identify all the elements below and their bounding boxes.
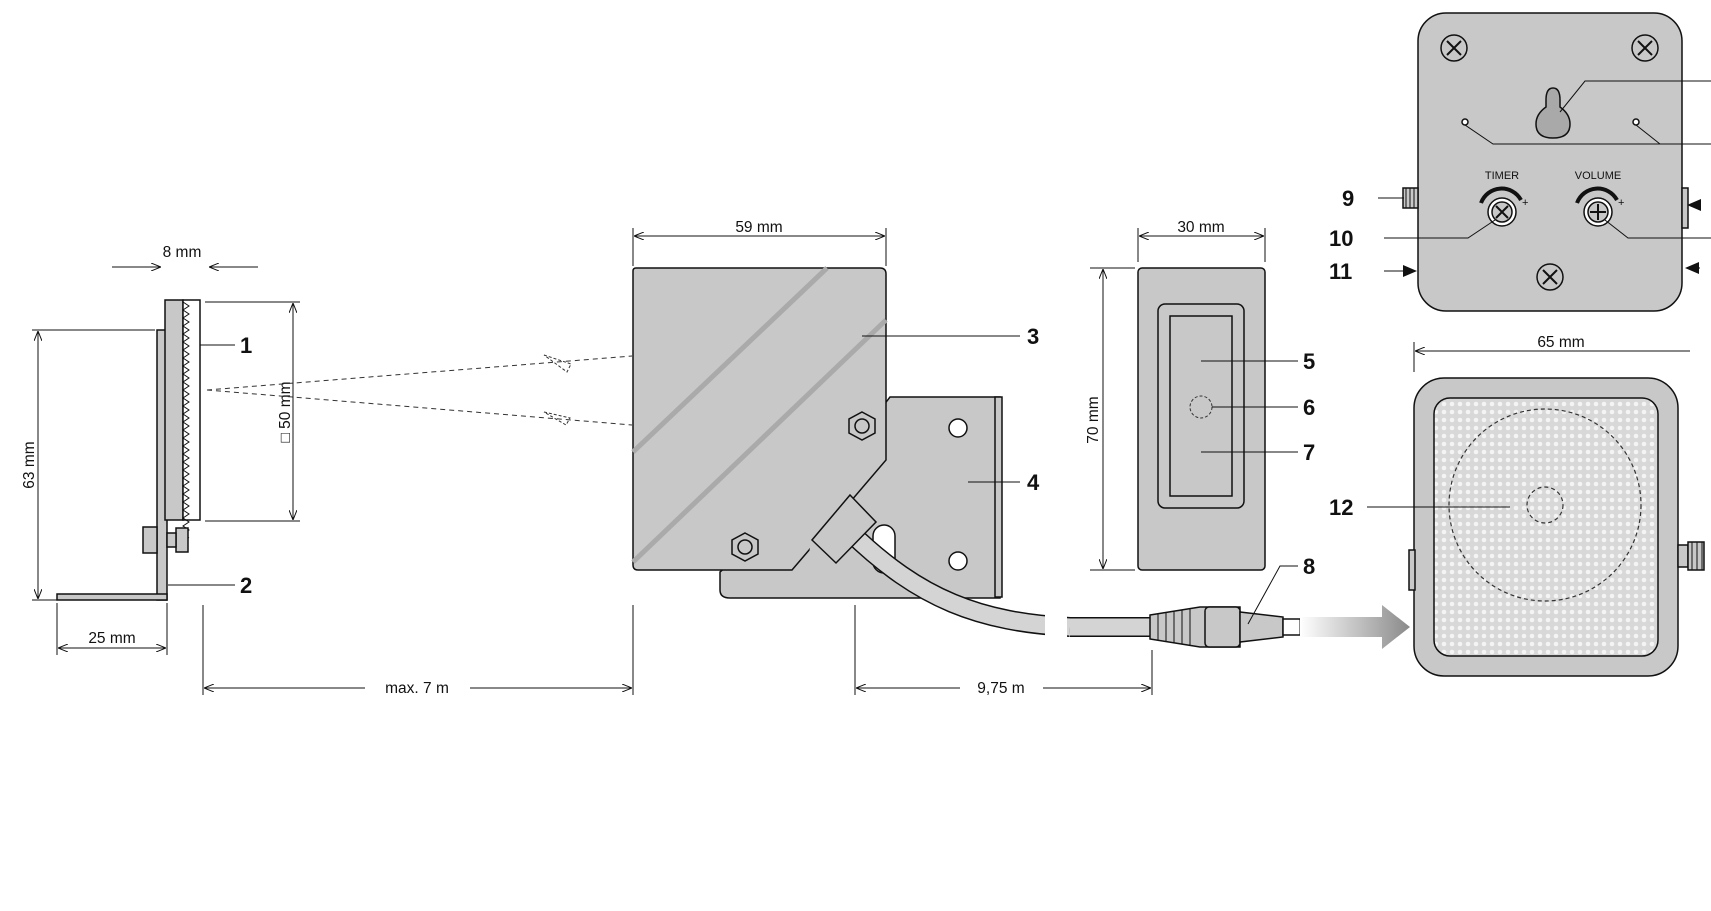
sensor-front-view [1137,267,1266,571]
plug-in-arrow-icon [1300,605,1410,649]
speaker-grille [1433,397,1659,657]
sensor-dimensions: 59 mm 9,75 m [632,219,1153,697]
speaker-dimensions: 65 mm [1413,334,1690,372]
speaker-front [1408,377,1705,677]
volume-label: VOLUME [1575,170,1621,182]
reflector-assembly [56,299,201,601]
callout-7: 7 [1303,440,1315,465]
speaker-jack-socket [1677,544,1689,568]
callout-12: 12 [1329,495,1353,520]
reflector-prism-surface [182,301,190,539]
dim-front-height: 70 mm [1085,396,1102,443]
callout-1: 1 [240,333,252,358]
reflector-dimensions: 8 mm □ 50 mm 63 mm 25 mm max. 7 m [21,244,634,697]
timer-label: TIMER [1485,170,1519,182]
dim-bracket-height: 63 mm [21,441,38,488]
dim-sensor-width: 59 mm [735,219,782,236]
dim-reflector-size: □ 50 mm [277,381,294,442]
callout-2: 2 [240,573,252,598]
callouts: 1 2 3 4 5 6 7 8 9 10 11 12 [168,80,1711,625]
screw-icon [1536,263,1564,291]
callout-8: 8 [1303,554,1315,579]
callout-6: 6 [1303,395,1315,420]
control-box-rear: TIMER VOLUME + + [1402,12,1701,312]
sensor-unit [631,266,1150,642]
callout-4: 4 [1027,470,1040,495]
screw-icon [1631,34,1659,62]
timer-plus: + [1522,197,1528,209]
dim-cable-length: 9,75 m [977,680,1024,697]
mounting-bracket-foot [56,593,168,601]
dim-bracket-depth: 25 mm [88,630,135,647]
volume-potentiometer[interactable]: + [1575,186,1624,227]
dim-front-width: 30 mm [1177,219,1224,236]
callout-5: 5 [1303,349,1315,374]
dim-max-distance: max. 7 m [385,680,449,697]
light-beam [206,354,633,426]
indicator-hole [1461,118,1469,126]
callout-11: 11 [1329,259,1352,284]
callout-10: 10 [1329,226,1353,251]
volume-plus: + [1618,197,1624,209]
keyhole-mount [1535,87,1571,139]
callout-3: 3 [1027,324,1039,349]
callout-9: 9 [1342,186,1354,211]
speaker-cone [1448,408,1642,602]
indicator-hole [1632,118,1640,126]
screw-icon [1440,34,1468,62]
dim-reflector-thickness: 8 mm [163,244,202,261]
bracket-nut [142,526,158,554]
jack-plug [1149,605,1410,649]
reflector [164,299,184,521]
timer-potentiometer[interactable]: + [1479,186,1528,227]
dim-speaker-width: 65 mm [1537,334,1584,351]
front-dimensions: 30 mm 70 mm [1085,219,1266,571]
sensor-housing [632,267,887,571]
